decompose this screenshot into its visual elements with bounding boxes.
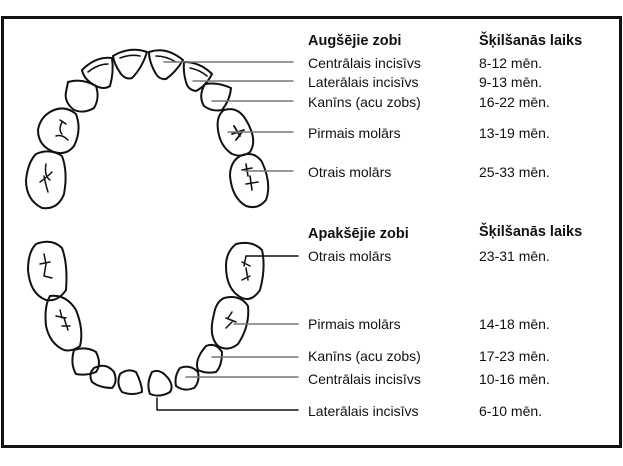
upper-leader-lines — [163, 61, 294, 172]
upper-eruption-time: 13-19 mēn. — [479, 125, 550, 141]
lower-right-lateral-incisor — [174, 365, 200, 391]
lower-left-lateral-incisor — [89, 364, 117, 389]
upper-eruption-time: 16-22 mēn. — [479, 94, 550, 110]
upper-tooth-label: Centrālais incisīvs — [308, 55, 421, 71]
lower-left-second-molar — [27, 240, 68, 302]
upper-right-central-incisor — [148, 49, 184, 81]
upper-tooth-label: Kanīns (acu zobs) — [308, 94, 421, 110]
lower-eruption-time: 10-16 mēn. — [479, 371, 550, 387]
lower-left-central-incisor — [117, 369, 143, 395]
lower-tooth-label: Pirmais molārs — [308, 316, 401, 332]
upper-left-first-molar — [37, 107, 80, 155]
upper-left-lateral-incisor — [81, 56, 114, 89]
upper-eruption-time-header: Šķilšanās laiks — [479, 33, 583, 49]
upper-right-lateral-incisor — [182, 61, 213, 92]
lower-eruption-time: 14-18 mēn. — [479, 316, 550, 332]
upper-arch — [25, 48, 270, 210]
lower-leader-lines — [156, 255, 299, 411]
lower-right-first-molar — [210, 296, 250, 350]
upper-left-canine — [64, 79, 99, 113]
lower-left-first-molar — [44, 294, 83, 352]
lower-right-second-molar — [225, 241, 265, 300]
lower-tooth-label: Kanīns (acu zobs) — [308, 348, 421, 364]
lower-teeth-header: Apakšējie zobi — [308, 226, 409, 242]
lower-tooth-label: Laterālais incisīvs — [308, 403, 419, 419]
upper-right-second-molar — [229, 153, 270, 209]
lower-left-canine — [71, 347, 100, 376]
lower-tooth-label: Centrālais incisīvs — [308, 371, 421, 387]
lower-eruption-time-header: Šķilšanās laiks — [479, 224, 583, 240]
upper-tooth-label: Laterālais incisīvs — [308, 74, 419, 90]
upper-eruption-time: 9-13 mēn. — [479, 74, 543, 90]
upper-tooth-label: Otrais molārs — [308, 164, 392, 180]
lower-right-canine — [196, 343, 223, 374]
lower-arch — [27, 240, 265, 397]
upper-teeth-header: Augšējie zobi — [308, 33, 402, 49]
upper-tooth-label: Pirmais molārs — [308, 125, 401, 141]
lower-eruption-time: 17-23 mēn. — [479, 348, 550, 364]
lower-eruption-time: 23-31 mēn. — [479, 248, 550, 264]
lower-right-central-incisor — [147, 369, 173, 397]
upper-eruption-time: 25-33 mēn. — [479, 164, 550, 180]
upper-eruption-time: 8-12 mēn. — [479, 55, 543, 71]
upper-right-canine — [200, 82, 232, 112]
lower-eruption-time: 6-10 mēn. — [479, 403, 543, 419]
upper-left-central-incisor — [112, 48, 148, 80]
lower-tooth-label: Otrais molārs — [308, 248, 392, 264]
upper-left-second-molar — [25, 150, 67, 210]
